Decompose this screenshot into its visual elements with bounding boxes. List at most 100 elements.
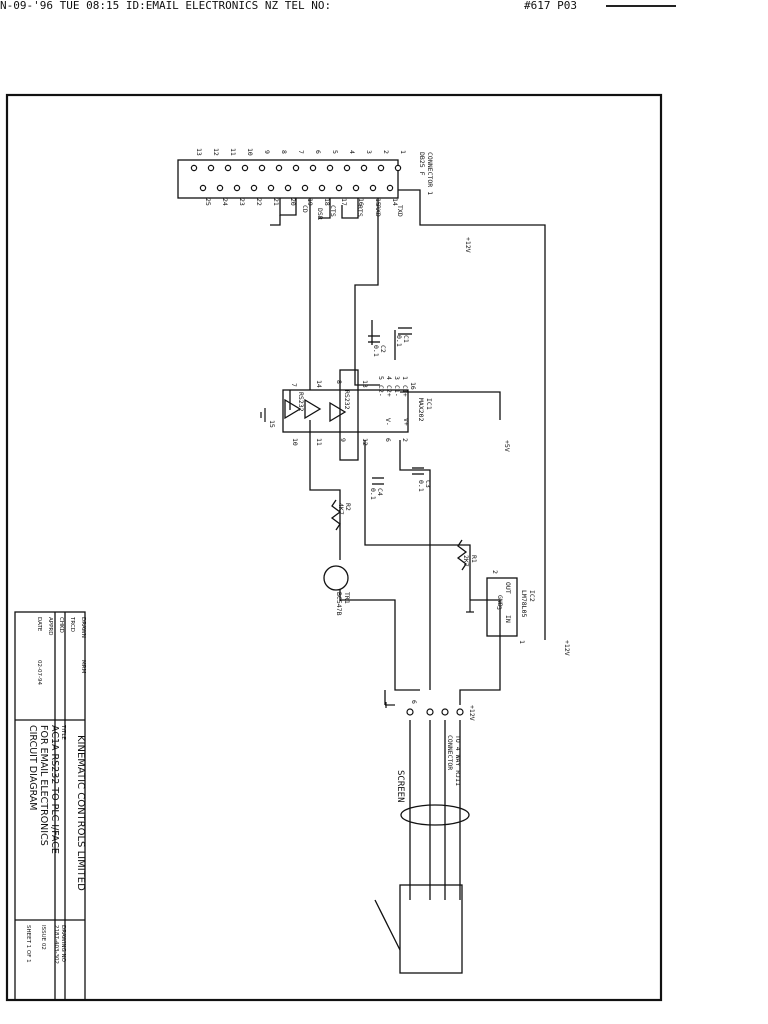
ic2-out: OUT [504, 582, 512, 594]
ic1-pin-7: 7 [290, 383, 298, 387]
tr1-symbol [323, 565, 349, 591]
tr1-part: BC547B [335, 592, 343, 616]
pin-10: 10 [246, 148, 254, 156]
pin-9: 9 [263, 150, 271, 154]
ic1-pin-5: 5 [377, 376, 385, 380]
pin-18: 18 [323, 198, 331, 206]
ic1-pin-9: 9 [339, 438, 347, 442]
ic1-pin-6: 6 [384, 438, 392, 442]
ic1-pin-16: 16 [409, 382, 417, 390]
row-chkd-label: CHKD [58, 617, 64, 633]
ic1-pin-8: 8 [335, 380, 343, 384]
title-line-1: AC1A RS232 TO PLC I/FACE [49, 725, 60, 854]
pin-24: 24 [221, 198, 229, 206]
pin-20: 20 [289, 198, 297, 206]
rail-12v-top: +12V [464, 237, 472, 253]
pin-23: 23 [238, 198, 246, 206]
c4-ref: C4 [376, 488, 384, 496]
ic1-ref: IC1 [425, 398, 433, 410]
output-label-1: TO 4 WAY RJ11 [454, 735, 462, 786]
fax-header: N-09-'96 TUE 08:15 ID:EMAIL ELECTRONICS … [0, 0, 768, 14]
pin-19: 19 [306, 198, 314, 206]
ic2-in: IN [504, 615, 512, 623]
ic1-pin-12: 12 [361, 438, 369, 446]
title-line-3: CIRCUIT DIAGRAM [27, 725, 38, 811]
ic1-pin-vp: V+ [402, 418, 410, 426]
c3-value: 0.1 [417, 480, 425, 492]
ic1-pin-13: 13 [361, 380, 369, 388]
c4-value: 0.1 [369, 488, 377, 500]
c2-value: 0.1 [372, 345, 380, 357]
fax-transmission-line: N-09-'96 TUE 08:15 ID:EMAIL ELECTRONICS … [0, 0, 332, 12]
sheet: SHEET 1 OF 1 [25, 925, 31, 963]
ic2-pin-2: 2 [491, 570, 499, 574]
ic1-label-rs232-a: RS232 [297, 392, 305, 412]
row-drawn-value: MRM [80, 660, 86, 674]
ic1-pin-10: 10 [291, 438, 299, 446]
screen-label: SCREEN [395, 770, 405, 803]
pin-4: 4 [348, 150, 356, 154]
ic2-part: LM78L05 [520, 590, 528, 617]
ic1-pin-15: 15 [268, 420, 276, 428]
ic2-body [486, 577, 518, 637]
title-block-frame [14, 611, 86, 1001]
ic1-pin-c1p: C1+ [401, 385, 409, 397]
pin-7: 7 [297, 150, 305, 154]
ic1-label-rs232-b: RS232 [343, 390, 351, 410]
row-apprd-label: APPRD [47, 617, 53, 635]
r1-ref: R1 [470, 555, 478, 563]
pin-12: 12 [212, 148, 220, 156]
fax-header-rule [606, 5, 676, 7]
c1-value: 0.1 [395, 335, 403, 347]
connector-title: CONNECTOR 1 [426, 152, 434, 195]
ic1-pin-3: 3 [393, 376, 401, 380]
ic1-pin-1: 1 [401, 376, 409, 380]
output-pin-6: 6 [410, 700, 418, 704]
ic1-pin-c1m: C1- [393, 385, 401, 397]
title-label: TITLE [60, 724, 66, 740]
pin-13: 13 [195, 148, 203, 156]
row-drawn-label: DRAWN [80, 617, 86, 638]
pin-16: 16 [357, 198, 365, 206]
ic2-ref: IC2 [528, 590, 536, 602]
pin-22: 22 [255, 198, 263, 206]
pin-14: 14 [391, 198, 399, 206]
ic1-pin-c2p: C2+ [385, 385, 393, 397]
pin-3: 3 [365, 150, 373, 154]
ic1-pin-14: 14 [315, 380, 323, 388]
row-date-value: 02-07-94 [36, 660, 42, 685]
r2-ref: R2 [344, 503, 352, 511]
c3-ref: C3 [424, 480, 432, 488]
pin-8: 8 [280, 150, 288, 154]
ic2-pin-1: 1 [518, 640, 526, 644]
pin-6: 6 [314, 150, 322, 154]
signal-cd: CD [301, 205, 309, 213]
signal-rts: RTS [356, 205, 364, 217]
c1-ref: C1 [402, 335, 410, 343]
ic1-pin-vm: V- [384, 418, 392, 426]
ic1-pin-11: 11 [315, 438, 323, 446]
title-line-2: FOR EMAIL ELECTRONICS [38, 725, 49, 846]
pin-21: 21 [272, 198, 280, 206]
r2-value: 4K7 [337, 503, 345, 515]
rail-5v: +5V [503, 440, 511, 452]
pin-11: 11 [229, 148, 237, 156]
pin-5: 5 [331, 150, 339, 154]
signal-dsr: DSR [316, 208, 324, 220]
ic1-body [282, 389, 409, 433]
ic1-pin-4: 4 [385, 376, 393, 380]
signal-cts: CTS [329, 205, 337, 217]
ic2-gnd: GND [496, 595, 504, 607]
issue: ISSUE 02 [40, 925, 46, 950]
company-name: KINEMATIC CONTROLS LIMITED [75, 735, 86, 891]
row-date-label: DATE [36, 617, 42, 632]
sheet-border [5, 93, 663, 1002]
db25-connector-body [177, 159, 399, 199]
connector-type: DB25 F [418, 152, 426, 176]
pin-15: 15 [374, 198, 382, 206]
rail-12v-mid: +12V [563, 640, 571, 656]
pin-25: 25 [204, 198, 212, 206]
drawing-no-label: DRAWING NO [60, 925, 66, 963]
drawing-no: 2187-403-302 [53, 925, 59, 964]
